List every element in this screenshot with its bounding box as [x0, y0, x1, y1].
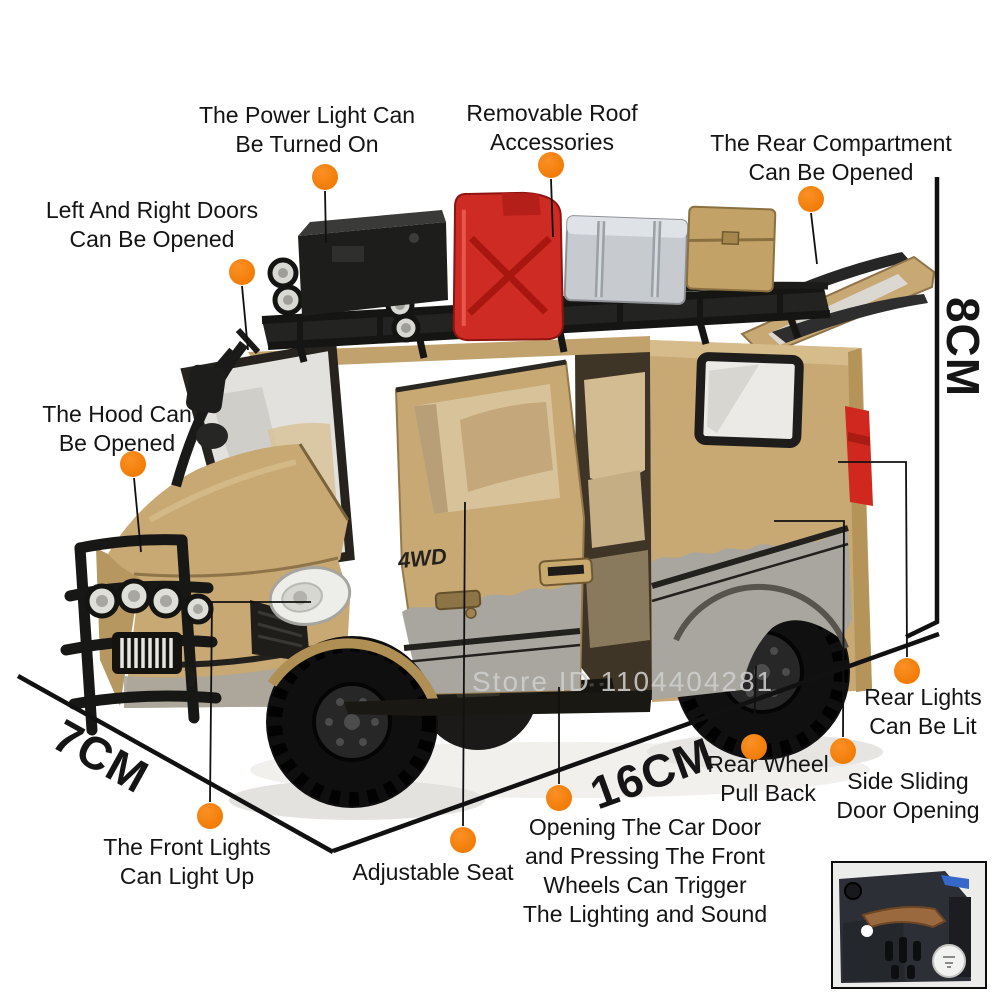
callout-line-adjustable-seat [462, 501, 466, 827]
callout-line-removable-roof [550, 178, 554, 238]
callout-adjustable-seat-label: Adjustable Seat [352, 859, 514, 885]
callout-rear-wheel-label: Rear Wheel Pull Back [707, 751, 829, 806]
callout-dot-side-sliding-door [830, 738, 856, 764]
callout-rear-compartment-label: The Rear Compartment Can Be Opened [710, 130, 952, 185]
chassis-inset-illustration [833, 863, 985, 987]
jerry-can [452, 191, 564, 342]
store-id-watermark: Store ID 1104404281 [472, 666, 775, 697]
callout-dot-rear-compartment [798, 186, 824, 212]
dimension-lines [16, 177, 940, 854]
callout-dot-adjustable-seat [450, 827, 476, 853]
callout-dot-removable-roof [538, 152, 564, 178]
callout-dot-front-lights [197, 803, 223, 829]
callout-dot-left-right-doors [229, 259, 255, 285]
tail-light [845, 406, 873, 506]
chassis-screw [844, 882, 862, 900]
winch [112, 632, 196, 688]
callout-line-front-lights [209, 601, 311, 803]
side-mirror [186, 327, 261, 449]
decal-4wd: 4WD [396, 543, 448, 573]
speaker-sticker [932, 944, 966, 978]
callout-left-right-doors-label: Left And Right Doors Can Be Opened [45, 197, 259, 252]
callout-line-power-light [324, 190, 327, 244]
hood-open [108, 443, 350, 586]
chassis-inset-photo [831, 861, 987, 989]
callout-front-lights-label: The Front Lights Can Light Up [103, 834, 271, 889]
underbody [344, 690, 652, 716]
dimension-line-7cm [16, 674, 335, 854]
callout-rear-lights-label: Rear Lights Can Be Lit [864, 684, 982, 739]
callout-power-light-label: The Power Light Can Be Turned On [198, 102, 416, 157]
bull-bar-spotlights [84, 578, 214, 625]
dimension-height-label: 8CM [937, 296, 989, 398]
dimension-line-8cm [905, 177, 940, 640]
power-light-box [298, 210, 448, 316]
cargo-box [685, 205, 777, 293]
callout-removable-roof-label: Removable Roof Accessories [466, 100, 638, 155]
callout-dot-rear-lights [894, 658, 920, 684]
roof-strip [248, 336, 650, 368]
pullback-copper-strip [861, 906, 947, 929]
front-wheel [266, 636, 439, 808]
rear-gray-panel [651, 525, 852, 700]
callout-line-rear-lights [838, 461, 908, 658]
dimension-line-16cm [332, 631, 940, 854]
callout-line-rear-compartment [810, 212, 818, 265]
sliding-door-opening [575, 348, 652, 700]
callout-line-side-sliding-door [774, 520, 845, 738]
callout-line-hood [133, 477, 142, 553]
metal-case [563, 215, 689, 305]
rear-side-window [694, 352, 804, 448]
open-front-door [394, 359, 586, 696]
door-handle [434, 589, 482, 619]
callout-line-left-right-doors [241, 285, 249, 351]
callout-dot-rear-wheel [741, 734, 767, 760]
callout-lines [133, 178, 908, 827]
callout-dot-hood [120, 451, 146, 477]
blue-part [941, 875, 969, 889]
headlight [268, 566, 352, 626]
callout-dot-opening-door [546, 785, 572, 811]
vent-slots [885, 937, 921, 979]
callout-dot-power-light [312, 164, 338, 190]
sliding-door-handle [538, 557, 594, 587]
callout-side-sliding-door-label: Side Sliding Door Opening [836, 768, 980, 823]
callout-opening-door-label: Opening The Car Door and Pressing The Fr… [522, 814, 768, 927]
callout-hood-label: The Hood Can Be Opened [42, 401, 192, 456]
